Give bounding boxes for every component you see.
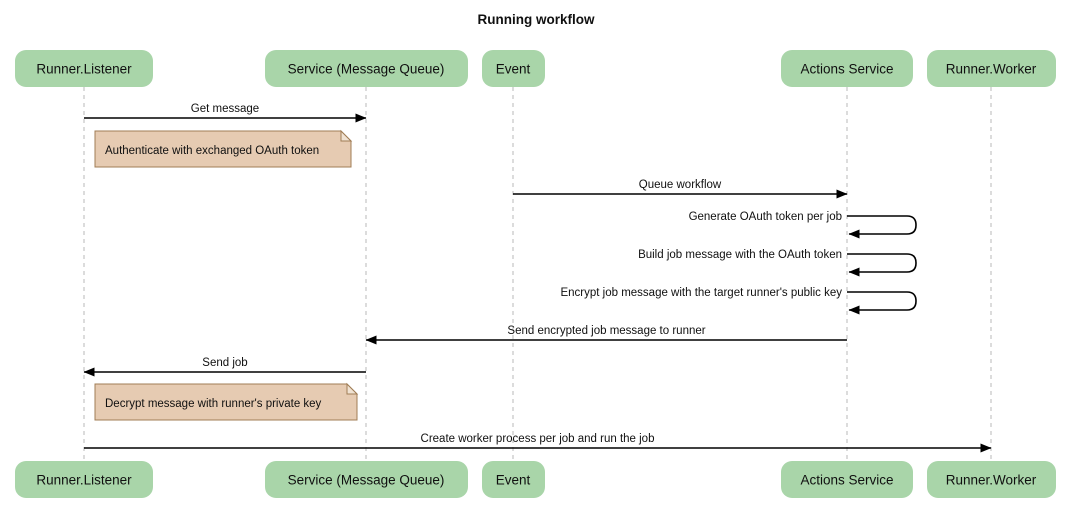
self-message-label: Encrypt job message with the target runn… [560,287,842,299]
message-label: Send encrypted job message to runner [507,325,705,337]
note-label: Decrypt message with runner's private ke… [105,398,322,410]
participant-label: Runner.Listener [36,473,132,488]
participant-box [482,50,545,87]
participant-label: Runner.Worker [946,473,1037,488]
participant-actions-top[interactable]: Actions Service [781,50,913,87]
message-label: Send job [202,357,247,369]
participant-label: Runner.Listener [36,62,132,77]
participant-box [927,50,1056,87]
participant-queue-bottom[interactable]: Service (Message Queue) [265,461,468,498]
participant-listener-bottom[interactable]: Runner.Listener [15,461,153,498]
participant-box [265,461,468,498]
self-message-loop [847,215,917,239]
message-arrow: Get message [84,103,367,123]
participant-listener-top[interactable]: Runner.Listener [15,50,153,87]
participant-queue-top[interactable]: Service (Message Queue) [265,50,468,87]
self-message-loop [847,253,917,277]
participant-worker-top[interactable]: Runner.Worker [927,50,1056,87]
note-label: Authenticate with exchanged OAuth token [105,145,319,157]
participant-box [15,50,153,87]
self-message-loop [847,291,917,315]
message-label: Queue workflow [639,179,722,191]
participants-top-group: Runner.Listener Service (Message Queue) Ev… [15,50,1056,87]
note-fold-icon [340,129,353,142]
note-body [94,130,352,168]
message-arrow: Queue workflow [513,179,848,199]
message-label: Create worker process per job and run th… [421,433,655,445]
self-message-label: Build job message with the OAuth token [638,249,842,261]
participant-label: Runner.Worker [946,62,1037,77]
self-message: Build job message with the OAuth token [638,249,917,277]
note-body [94,383,358,421]
note-fold-icon [346,382,359,395]
participant-label: Service (Message Queue) [288,62,445,77]
participant-box [482,461,545,498]
participant-event-bottom[interactable]: Event [482,461,545,498]
self-message: Generate OAuth token per job [689,211,917,239]
participant-actions-bottom[interactable]: Actions Service [781,461,913,498]
participant-box [265,50,468,87]
participant-label: Event [496,62,531,77]
self-message: Encrypt job message with the target runn… [560,287,917,315]
participant-box [927,461,1056,498]
message-arrow: Send encrypted job message to runner [365,325,847,345]
self-message-label: Generate OAuth token per job [689,211,842,223]
participant-box [15,461,153,498]
message-label: Get message [191,103,259,115]
participant-worker-bottom[interactable]: Runner.Worker [927,461,1056,498]
participant-label: Actions Service [800,473,893,488]
message-arrow: Send job [83,357,366,377]
participants-bottom-group: Runner.Listener Service (Message Queue) Ev… [15,461,1056,498]
participant-box [781,461,913,498]
note: Decrypt message with runner's private ke… [94,382,359,421]
participant-label: Actions Service [800,62,893,77]
participant-event-top[interactable]: Event [482,50,545,87]
participant-box [781,50,913,87]
message-arrow: Create worker process per job and run th… [84,433,992,453]
note: Authenticate with exchanged OAuth token [94,129,353,168]
participant-label: Event [496,473,531,488]
participant-label: Service (Message Queue) [288,473,445,488]
lifelines-group [83,87,992,461]
page-title: Running workflow [478,12,595,27]
